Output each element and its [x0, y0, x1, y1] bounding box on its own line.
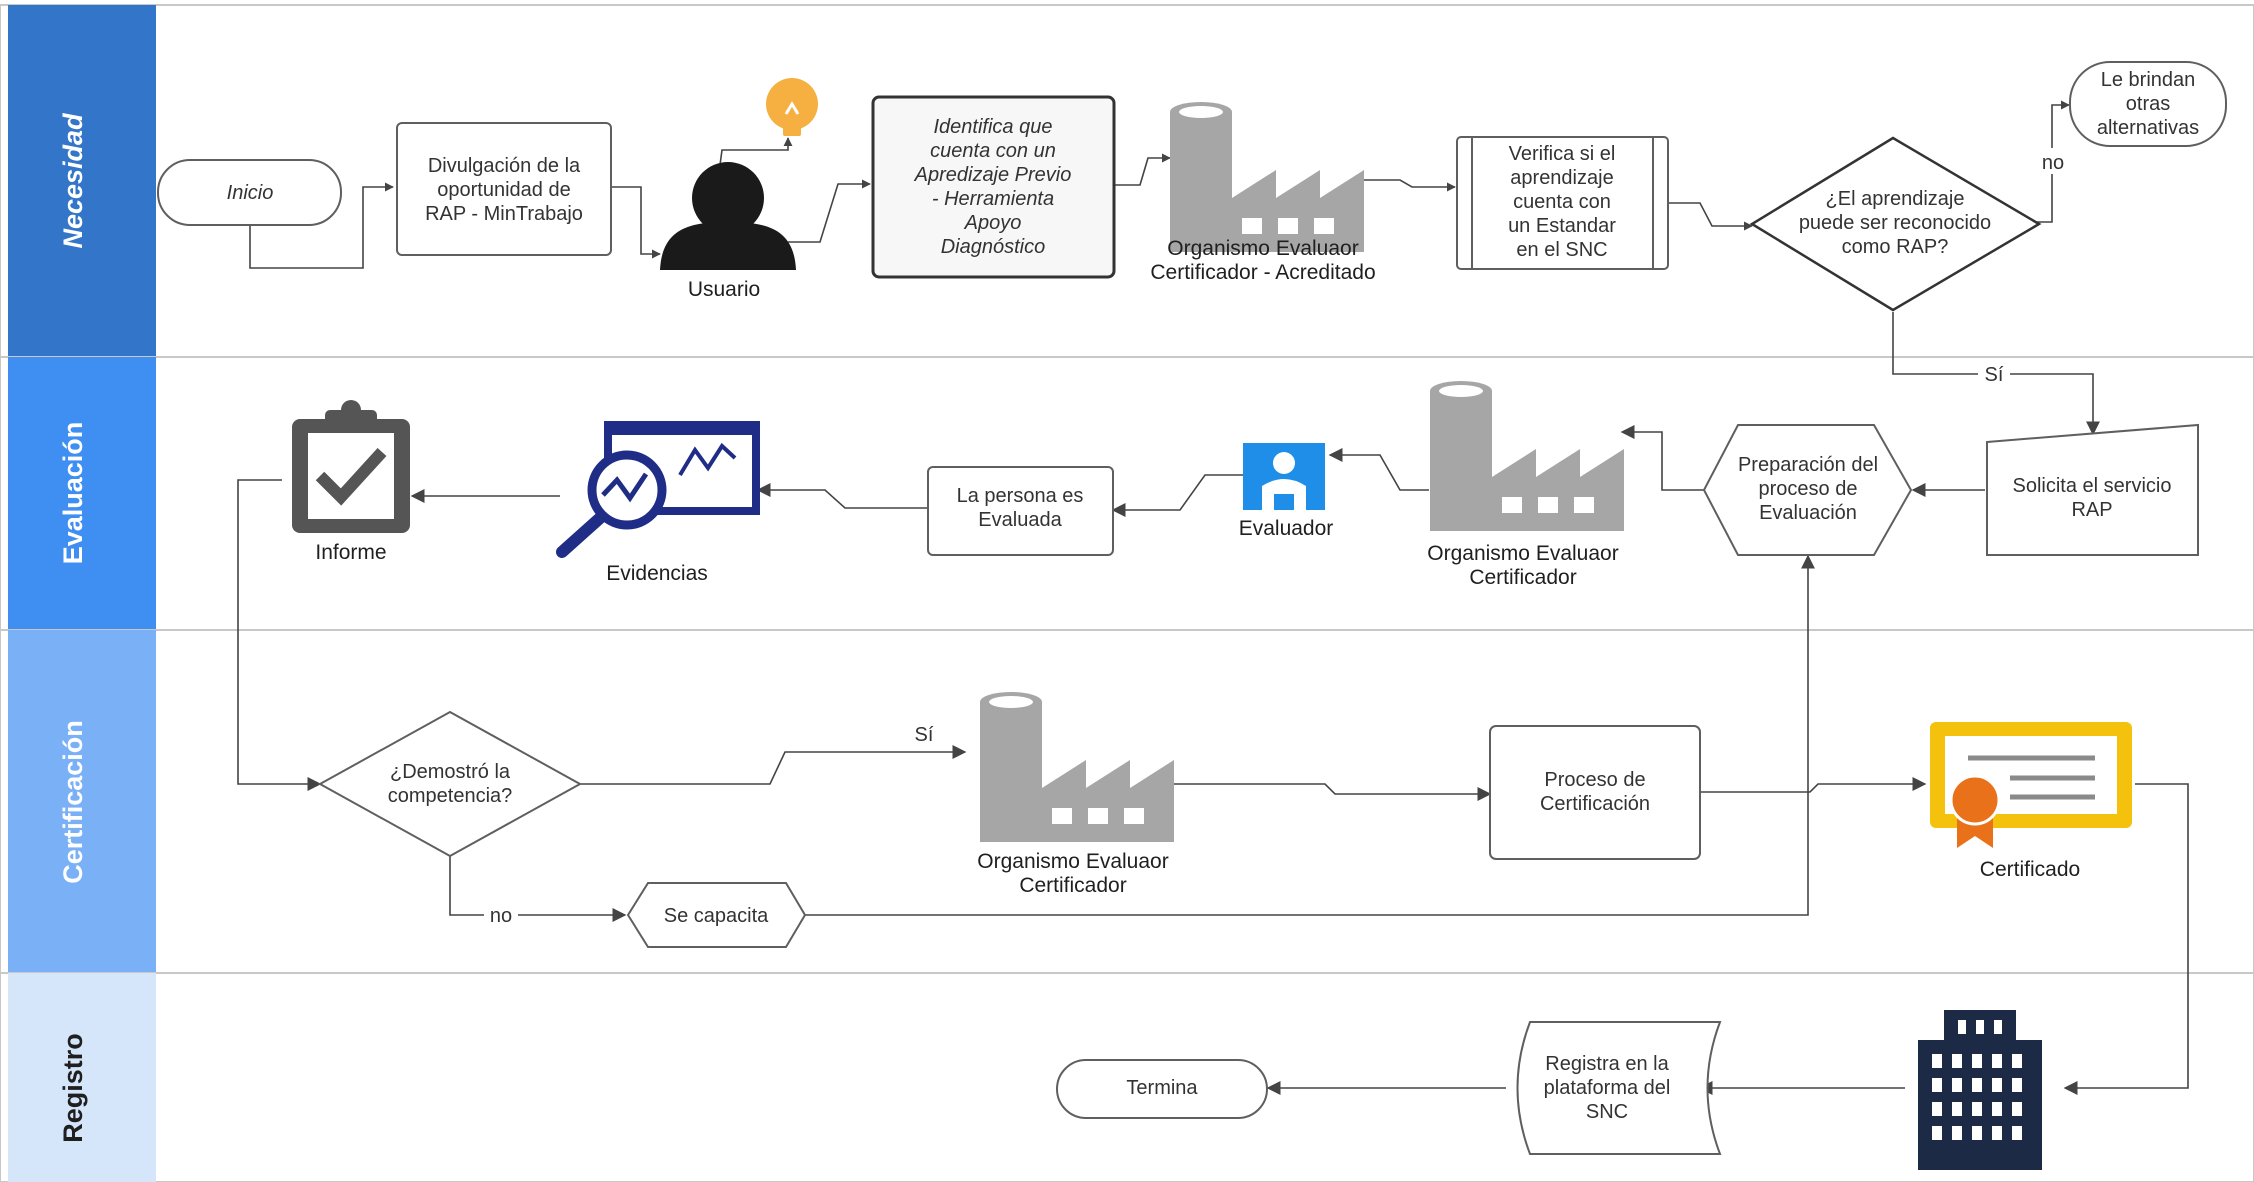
svg-text:Inicio: Inicio	[227, 182, 274, 204]
node-se-capacita: Se capacita	[626, 882, 807, 948]
svg-text:RAP: RAP	[2071, 499, 2112, 521]
svg-text:Certificación: Certificación	[1540, 793, 1650, 815]
svg-text:¿El aprendizaje: ¿El aprendizaje	[1826, 188, 1965, 210]
svg-text:Se capacita: Se capacita	[664, 905, 769, 927]
org-evaluacion-label-line2: Certificador	[1469, 566, 1576, 589]
node-persona-evaluada: La persona es Evaluada	[927, 466, 1114, 556]
org-acreditado-label-line2: Certificador - Acreditado	[1150, 261, 1375, 284]
org-certificacion-label-line2: Certificador	[1019, 874, 1126, 897]
svg-text:un Estandar: un Estandar	[1508, 215, 1616, 237]
svg-text:oportunidad de: oportunidad de	[437, 179, 570, 201]
svg-text:Verifica si el: Verifica si el	[1509, 143, 1616, 165]
svg-text:plataforma del: plataforma del	[1544, 1077, 1671, 1099]
svg-text:RAP - MinTrabajo: RAP - MinTrabajo	[425, 203, 583, 225]
svg-text:¿Demostró la: ¿Demostró la	[390, 761, 511, 783]
node-inicio: Inicio	[157, 159, 342, 226]
svg-text:en el SNC: en el SNC	[1516, 239, 1607, 261]
svg-text:Evaluación: Evaluación	[1759, 502, 1857, 524]
svg-text:Apredizaje Previo: Apredizaje Previo	[914, 164, 1072, 186]
node-solicita: Solicita el servicio RAP	[1986, 423, 2199, 556]
svg-text:alternativas: alternativas	[2097, 117, 2199, 139]
svg-text:La persona es: La persona es	[957, 485, 1084, 507]
svg-text:Proceso de: Proceso de	[1544, 769, 1645, 791]
svg-text:Identifica que: Identifica que	[934, 116, 1053, 138]
edge-label-no-demostro: no	[484, 902, 518, 928]
lane-title-necesidad: Necesidad	[58, 113, 88, 249]
org-acreditado-label-line1: Organismo Evaluaor	[1167, 237, 1358, 260]
edge-label-si-demostro: Sí	[915, 724, 934, 746]
svg-text:Solicita el servicio: Solicita el servicio	[2013, 475, 2172, 497]
edge-label-si-rap: Sí	[1978, 360, 2010, 386]
svg-text:cuenta con un: cuenta con un	[930, 140, 1056, 162]
edge-label-no: no	[490, 905, 512, 927]
lightbulb-icon	[766, 78, 818, 136]
certificate-icon	[1930, 722, 2132, 848]
decision-demostro: ¿Demostró la competencia?	[317, 710, 583, 858]
svg-text:Preparación del: Preparación del	[1738, 454, 1878, 476]
node-identifica: Identifica que cuenta con un Apredizaje …	[871, 95, 1116, 279]
svg-text:Registra en la: Registra en la	[1545, 1053, 1669, 1075]
evidence-label: Evidencias	[606, 562, 708, 585]
lane-title-registro: Registro	[58, 1033, 88, 1143]
org-certificacion-label-line1: Organismo Evaluaor	[977, 850, 1168, 873]
svg-text:Divulgación de la: Divulgación de la	[428, 155, 581, 177]
svg-text:Evaluada: Evaluada	[978, 509, 1062, 531]
node-registra: Registra en la plataforma del SNC	[1516, 1021, 1722, 1155]
node-preparacion: Preparación del proceso de Evaluación	[1702, 424, 1913, 556]
user-label: Usuario	[688, 278, 760, 301]
svg-text:Diagnóstico: Diagnóstico	[941, 236, 1046, 258]
node-alternativas: Le brindan otras alternativas	[2069, 61, 2227, 147]
edge-label-no-rap: no	[2036, 148, 2070, 174]
org-evaluacion-label-line1: Organismo Evaluaor	[1427, 542, 1618, 565]
building-icon	[1918, 1010, 2042, 1170]
node-termina: Termina	[1056, 1059, 1268, 1119]
svg-text:aprendizaje: aprendizaje	[1510, 167, 1613, 189]
svg-text:puede ser reconocido: puede ser reconocido	[1799, 212, 1991, 234]
svg-text:proceso de: proceso de	[1759, 478, 1858, 500]
node-divulgacion: Divulgación de la oportunidad de RAP - M…	[396, 122, 612, 256]
svg-text:Apoyo: Apoyo	[964, 212, 1022, 234]
user-icon	[660, 162, 796, 270]
node-proceso-certificacion: Proceso de Certificación	[1489, 725, 1701, 860]
evaluator-label: Evaluador	[1239, 517, 1334, 540]
lane-title-evaluacion: Evaluación	[58, 422, 88, 565]
svg-text:SNC: SNC	[1586, 1101, 1628, 1123]
svg-text:otras: otras	[2126, 93, 2170, 115]
svg-text:- Herramienta: - Herramienta	[932, 188, 1054, 210]
evidence-chart-icon	[556, 421, 760, 558]
lane-title-certificacion: Certificación	[58, 720, 88, 884]
svg-text:Le brindan: Le brindan	[2101, 69, 2196, 91]
edge-label-si: Sí	[1985, 364, 2004, 386]
report-label: Informe	[315, 541, 386, 564]
edge-label-no: no	[2042, 152, 2064, 174]
certificate-label: Certificado	[1980, 858, 2080, 881]
svg-text:cuenta con: cuenta con	[1513, 191, 1611, 213]
clipboard-check-icon	[292, 400, 410, 533]
evaluator-icon	[1243, 443, 1325, 510]
node-verifica: Verifica si el aprendizaje cuenta con un…	[1456, 136, 1669, 270]
svg-text:competencia?: competencia?	[388, 785, 513, 807]
svg-text:como RAP?: como RAP?	[1842, 236, 1949, 258]
decision-pregunta-rap: ¿El aprendizaje puede ser reconocido com…	[1749, 136, 2042, 312]
svg-text:Termina: Termina	[1126, 1077, 1198, 1099]
